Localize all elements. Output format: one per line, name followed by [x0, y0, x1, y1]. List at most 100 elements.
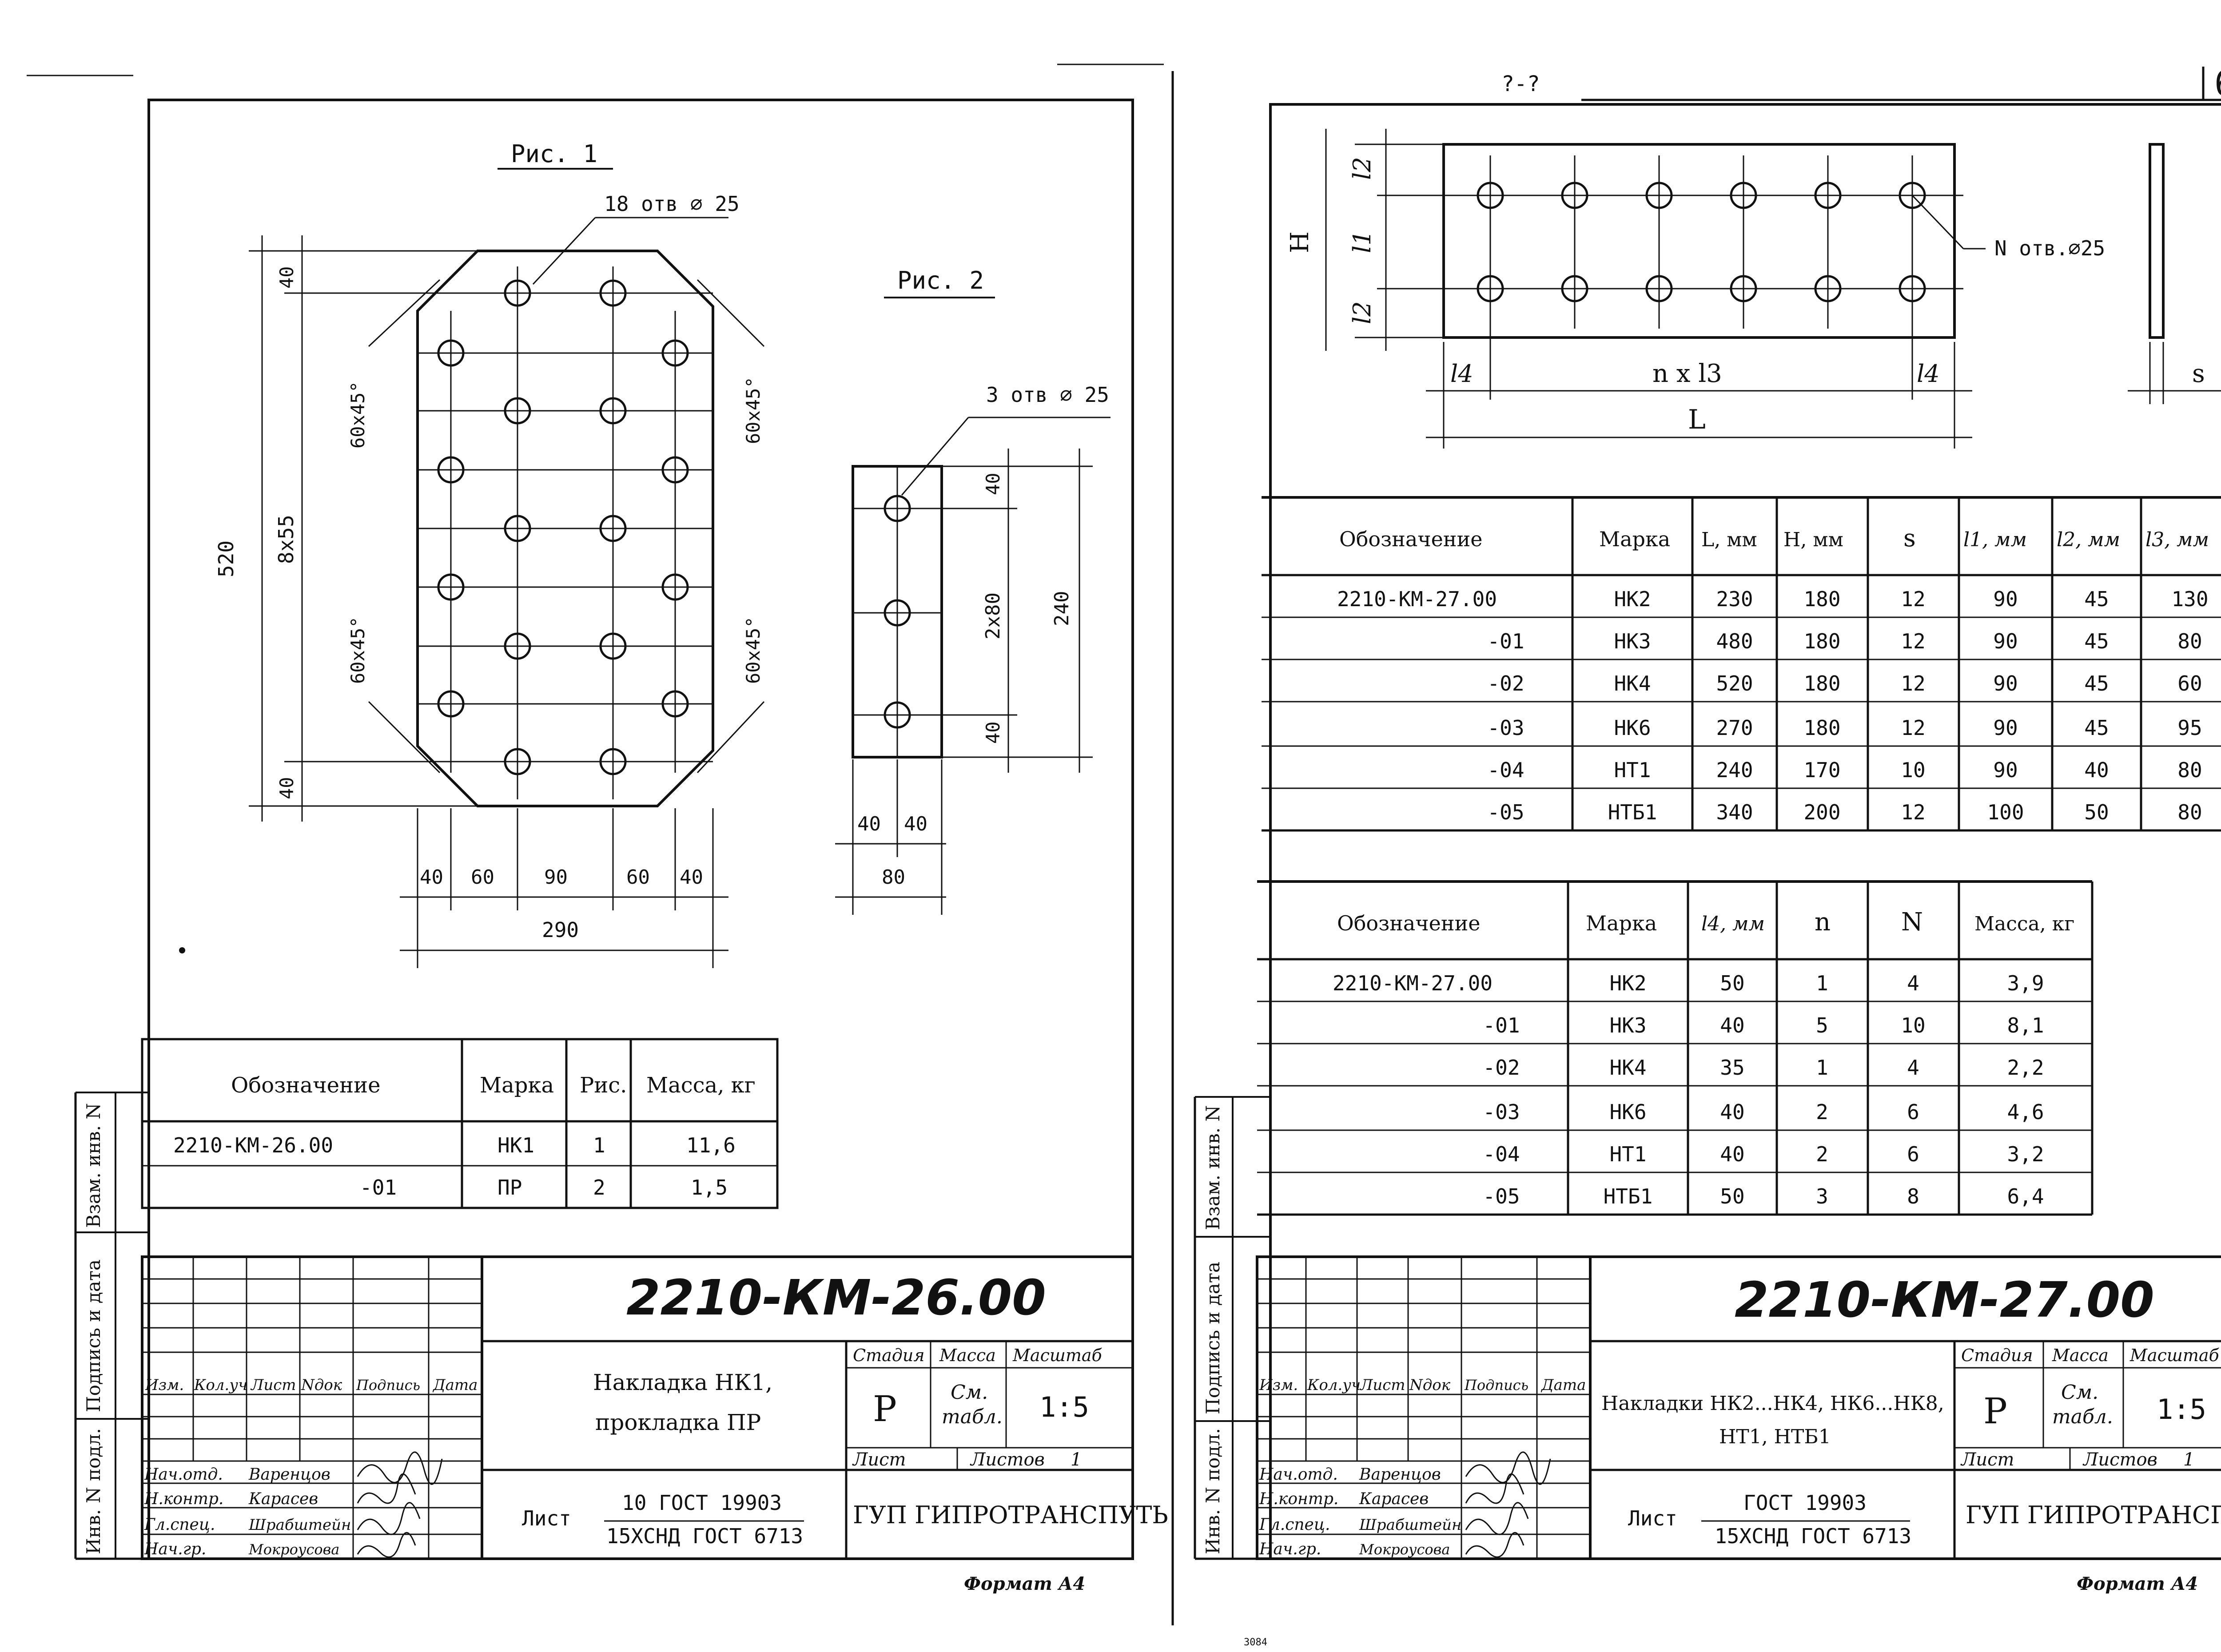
right-title-block: [1256, 1255, 2221, 1560]
left-mass-value-line2: табл.: [942, 1406, 1003, 1428]
left-table-cell: 2210-КМ-26.00: [173, 1133, 333, 1157]
left-col-header: Дата: [432, 1376, 478, 1394]
right-mass-header: Масса: [2052, 1346, 2109, 1365]
table-cell: 40: [1720, 1013, 1744, 1037]
scan-mark: 3084: [1244, 1637, 1267, 1648]
right-sheets-count: 1: [2183, 1449, 2194, 1470]
left-spec-table: [141, 1038, 779, 1209]
table-cell: 45: [2084, 671, 2109, 695]
params-header: Обозначение: [1339, 527, 1482, 551]
dim-l4-right: l4: [1917, 360, 1940, 388]
table-cell: 90: [1993, 716, 2018, 740]
fig1-dim-total-w: 290: [542, 918, 579, 942]
left-format-label: Формат А4: [964, 1573, 1085, 1594]
left-table-header-designation: Обозначение: [231, 1073, 380, 1098]
table-cell: 130: [2171, 587, 2208, 611]
left-scale-value: 1:5: [1039, 1391, 1089, 1423]
fig1-dim-w3: 90: [544, 866, 568, 889]
left-person: Варенцов: [248, 1465, 330, 1484]
dim-s: s: [2192, 359, 2205, 388]
side-label-sign-date: Подпись и дата: [83, 1259, 104, 1412]
table-cell: 100: [1987, 800, 2024, 824]
fig2-dim-top: 40: [982, 473, 1004, 495]
fig1-dim-top: 40: [276, 266, 298, 289]
left-col-header: Лист: [250, 1376, 296, 1394]
dim-n-x-l3: n x l3: [1652, 359, 1722, 388]
right-signatures: [1465, 1451, 1551, 1558]
dim-H: H: [1286, 231, 1314, 253]
fig1-holes: [437, 279, 689, 775]
left-mass-value-line1: См.: [951, 1381, 988, 1404]
mass-header: Марка: [1586, 911, 1657, 935]
right-role: Нач.гр.: [1259, 1540, 1321, 1558]
left-table-header-mark: Марка: [480, 1073, 554, 1098]
table-cell: 4: [1907, 1056, 1919, 1080]
fig1-dim-w2: 60: [471, 866, 494, 889]
dim-l2-top: l2: [1348, 157, 1376, 180]
table-cell: 2: [1816, 1100, 1828, 1124]
fig2-holes-label: 3 отв ∅ 25: [986, 383, 1109, 407]
right-scale-header: Масштаб: [2129, 1346, 2220, 1365]
left-doc-title-line1: Накладка НК1,: [593, 1370, 772, 1395]
table-cell: 240: [1716, 758, 1753, 782]
left-col-header: Nдок: [301, 1376, 342, 1394]
left-stage-value: Р: [873, 1388, 897, 1430]
right-role: Н.контр.: [1259, 1490, 1338, 1508]
chamfer-label-bottom-left: 60x45°: [347, 616, 369, 684]
right-person: Мокроусова: [1359, 1541, 1450, 1558]
right-role: Гл.спец.: [1259, 1516, 1330, 1534]
table-cell: 12: [1901, 800, 1925, 824]
left-table-cell: НК1: [498, 1133, 534, 1157]
table-cell: 4: [1907, 971, 1919, 995]
plate-nk1-outline: [416, 250, 714, 807]
page-number: 6: [2214, 64, 2221, 104]
table-cell: НК4: [1614, 671, 1651, 695]
table-cell: 12: [1901, 671, 1925, 695]
left-sheets-label: Листов: [970, 1449, 1045, 1470]
left-table-cell: 11,6: [686, 1133, 736, 1157]
left-person: Шрабштейн: [248, 1516, 351, 1534]
table-cell: 8,1: [2007, 1013, 2044, 1037]
right-col-header: Изм.: [1259, 1376, 1298, 1394]
left-col-header: Кол.уч: [194, 1376, 247, 1394]
dim-l4-left: l4: [1450, 360, 1473, 388]
table-cell: 12: [1901, 629, 1925, 653]
table-cell: 50: [1720, 1184, 1744, 1208]
chamfer-label-top-right: 60x45°: [742, 377, 764, 444]
right-stage-header: Стадия: [1961, 1346, 2033, 1365]
params-header: l3, мм: [2145, 528, 2209, 551]
left-stage-header: Стадия: [853, 1346, 924, 1365]
fig1-dim-pitch: 8x55: [274, 515, 298, 564]
table-cell: НТ1: [1609, 1142, 1646, 1166]
table-cell: 4,6: [2007, 1100, 2044, 1124]
table-cell: 270: [1716, 716, 1753, 740]
table-cell: -01: [1483, 1013, 1520, 1037]
side-label-inv-orig: Инв. N подл.: [83, 1428, 104, 1554]
mass-header: Обозначение: [1337, 911, 1480, 935]
table-cell: 180: [1803, 587, 1840, 611]
left-material-label: Лист: [522, 1506, 571, 1530]
table-cell: 3: [1816, 1184, 1828, 1208]
table-cell: 40: [1720, 1100, 1744, 1124]
table-cell: 6: [1907, 1142, 1919, 1166]
fig1-dim-w5: 40: [680, 866, 703, 889]
left-material-line1: 10 ГОСТ 19903: [622, 1491, 782, 1515]
table-cell: 60: [2177, 671, 2202, 695]
right-col-header: Nдок: [1409, 1376, 1451, 1394]
table-cell: НТБ1: [1604, 1184, 1653, 1208]
table-cell: 45: [2084, 629, 2109, 653]
table-cell: 6,4: [2007, 1184, 2044, 1208]
right-doc-title-line1: Накладки НК2...НК4, НК6...НК8,: [1601, 1392, 1944, 1415]
right-material-label: Лист: [1628, 1506, 1677, 1530]
right-person: Карасев: [1359, 1490, 1429, 1508]
right-person: Варенцов: [1359, 1465, 1441, 1484]
table-cell: 45: [2084, 587, 2109, 611]
table-cell: 80: [2177, 800, 2202, 824]
table-cell: 180: [1803, 671, 1840, 695]
chamfer-label-bottom-right: 60x45°: [742, 616, 764, 684]
chamfer-label-top-left: 60x45°: [347, 381, 369, 449]
left-person: Карасев: [248, 1490, 318, 1508]
fig1-dim-w1: 40: [420, 866, 443, 889]
mass-header: N: [1901, 908, 1923, 937]
